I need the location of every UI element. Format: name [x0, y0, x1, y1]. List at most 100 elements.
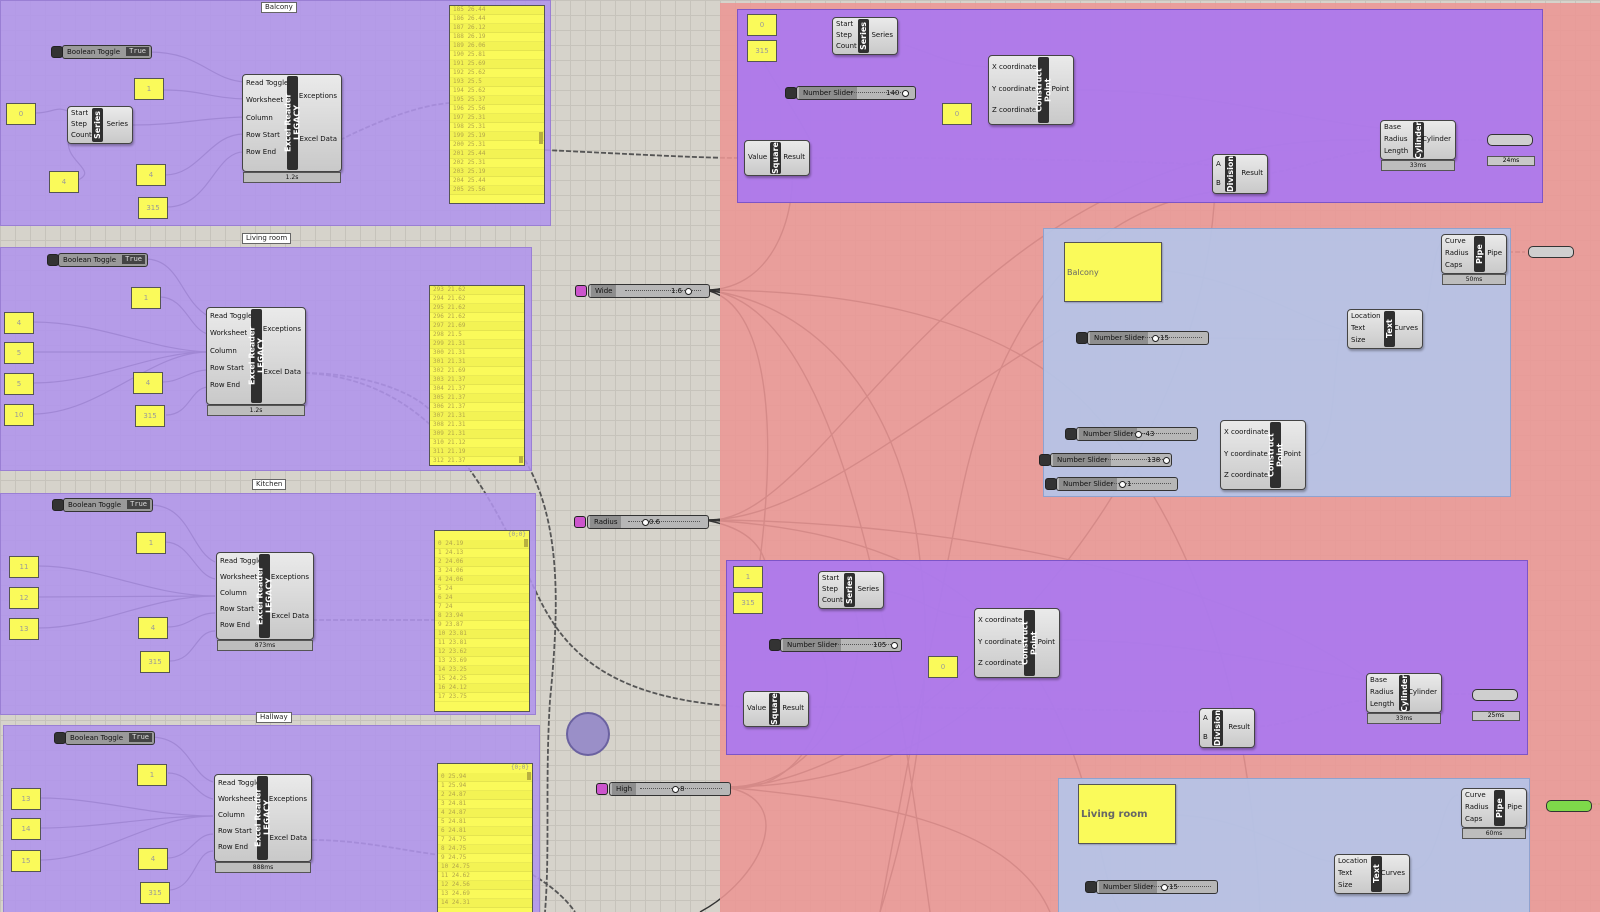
- number-panel[interactable]: 13: [9, 618, 39, 640]
- preview-param-selected[interactable]: [1546, 800, 1592, 812]
- number-panel[interactable]: 13: [11, 788, 41, 810]
- number-panel[interactable]: 1: [131, 287, 161, 309]
- series-component[interactable]: Start Step Count Series Series: [818, 571, 884, 609]
- radius-slider[interactable]: Radius 0.6: [574, 515, 709, 529]
- number-panel[interactable]: 4: [4, 312, 34, 334]
- boolean-toggle[interactable]: Boolean Toggle True: [52, 498, 153, 512]
- high-slider[interactable]: High 8: [596, 782, 731, 796]
- text-size-slider[interactable]: Number Slider 15: [1076, 331, 1209, 345]
- toggle-value[interactable]: True: [129, 733, 152, 742]
- number-panel[interactable]: 11: [9, 556, 39, 578]
- toggle-value[interactable]: True: [122, 255, 145, 264]
- z-slider[interactable]: Number Slider 1: [1045, 477, 1178, 491]
- series-component[interactable]: Start Step Count Series Series: [832, 17, 898, 55]
- number-slider[interactable]: Number Slider 140: [785, 86, 916, 100]
- number-panel[interactable]: 1: [733, 566, 763, 588]
- number-panel[interactable]: 1: [137, 764, 167, 786]
- slider-knob[interactable]: [1135, 431, 1142, 438]
- number-panel[interactable]: 10: [4, 404, 34, 426]
- number-panel[interactable]: 315: [140, 651, 170, 673]
- toggle-value[interactable]: True: [127, 500, 150, 509]
- cylinder-component[interactable]: Base Radius Length Cylinder Cylinder 33m…: [1380, 120, 1456, 171]
- number-panel[interactable]: 1: [136, 532, 166, 554]
- slider-knob[interactable]: [642, 519, 649, 526]
- preview-param[interactable]: [1528, 246, 1574, 258]
- number-panel[interactable]: 15: [11, 850, 41, 872]
- slider-knob[interactable]: [672, 786, 679, 793]
- number-panel[interactable]: 315: [138, 197, 168, 219]
- number-panel[interactable]: 315: [135, 405, 165, 427]
- square-component[interactable]: Value Square Result: [743, 691, 809, 727]
- division-component[interactable]: A B Division Result: [1212, 154, 1268, 194]
- number-panel[interactable]: 5: [4, 373, 34, 395]
- preview-param[interactable]: [1472, 689, 1518, 701]
- boolean-toggle[interactable]: Boolean Toggle True: [54, 731, 155, 745]
- excel-reader-hallway[interactable]: Read Toggle Worksheet Column Row Start R…: [214, 774, 312, 873]
- number-panel[interactable]: 315: [733, 592, 763, 614]
- division-component[interactable]: A B Division Result: [1199, 708, 1255, 748]
- scrollbar[interactable]: [539, 132, 543, 144]
- number-panel[interactable]: 315: [140, 882, 170, 904]
- number-panel[interactable]: 4: [49, 171, 79, 193]
- number-panel[interactable]: 5: [4, 342, 34, 364]
- excel-reader-living[interactable]: Read Toggle Worksheet Column Row Start R…: [206, 307, 306, 416]
- y-slider[interactable]: Number Slider 138: [1039, 453, 1172, 467]
- text-component[interactable]: Location Text Size Text Curves: [1334, 854, 1410, 894]
- number-panel[interactable]: 0: [6, 103, 36, 125]
- list-item: 308 21.31: [430, 421, 524, 430]
- pipe-component[interactable]: Curve Radius Caps Pipe Pipe 50ms: [1441, 234, 1507, 285]
- number-panel[interactable]: 0: [747, 14, 777, 36]
- series-component[interactable]: Start Step Count Series Series: [67, 106, 133, 144]
- list-item: 9 24.75: [438, 854, 532, 863]
- number-panel[interactable]: 4: [138, 848, 168, 870]
- construct-point-component[interactable]: X coordinate Y coordinate Z coordinate C…: [988, 55, 1074, 125]
- slider-knob[interactable]: [891, 642, 898, 649]
- slider-knob[interactable]: [1152, 335, 1159, 342]
- number-panel[interactable]: 4: [136, 164, 166, 186]
- slider-knob[interactable]: [1161, 884, 1168, 891]
- list-item: 4 24.87: [438, 809, 532, 818]
- boolean-toggle[interactable]: Boolean Toggle True: [47, 253, 148, 267]
- text-panel-living-room[interactable]: Living room: [1078, 784, 1176, 844]
- square-component[interactable]: Value Square Result: [744, 140, 810, 176]
- construct-point-component[interactable]: X coordinate Y coordinate Z coordinate C…: [1220, 420, 1306, 490]
- excel-reader-kitchen[interactable]: Read Toggle Worksheet Column Row Start R…: [216, 552, 314, 651]
- slider-knob[interactable]: [685, 288, 692, 295]
- number-panel[interactable]: 4: [133, 372, 163, 394]
- scrollbar[interactable]: [519, 456, 523, 463]
- list-item: 200 25.31: [450, 141, 544, 150]
- list-item: 6 24.81: [438, 827, 532, 836]
- preview-param[interactable]: [1487, 134, 1533, 146]
- text-component[interactable]: Location Text Size Text Curves: [1347, 309, 1423, 349]
- text-panel-balcony[interactable]: Balcony: [1064, 242, 1162, 302]
- cluster-icon[interactable]: [566, 712, 610, 756]
- number-panel[interactable]: 4: [138, 617, 168, 639]
- slider-knob[interactable]: [1119, 481, 1126, 488]
- wide-slider[interactable]: Wide 1.6: [575, 284, 710, 298]
- number-panel[interactable]: 1: [134, 78, 164, 100]
- number-slider[interactable]: Number Slider 105: [769, 638, 902, 652]
- pipe-component[interactable]: Curve Radius Caps Pipe Pipe 60ms: [1461, 788, 1527, 839]
- number-panel[interactable]: 14: [11, 818, 41, 840]
- text-size-slider[interactable]: Number Slider 15: [1085, 880, 1218, 894]
- construct-point-component[interactable]: X coordinate Y coordinate Z coordinate C…: [974, 608, 1060, 678]
- scrollbar[interactable]: [524, 539, 528, 547]
- number-panel[interactable]: 315: [747, 40, 777, 62]
- boolean-toggle[interactable]: Boolean Toggle True: [51, 45, 152, 59]
- slider-knob[interactable]: [902, 90, 909, 97]
- toggle-value[interactable]: True: [126, 47, 149, 56]
- cylinder-component[interactable]: Base Radius Length Cylinder Cylinder 33m…: [1366, 673, 1442, 724]
- x-slider[interactable]: Number Slider -43: [1065, 427, 1198, 441]
- excel-reader-balcony[interactable]: Read Toggle Worksheet Column Row Start R…: [242, 74, 342, 183]
- number-panel[interactable]: 12: [9, 587, 39, 609]
- number-panel[interactable]: 0: [942, 103, 972, 125]
- number-panel[interactable]: 0: [928, 656, 958, 678]
- scrollbar[interactable]: [527, 772, 531, 780]
- slider-knob[interactable]: [1163, 457, 1170, 464]
